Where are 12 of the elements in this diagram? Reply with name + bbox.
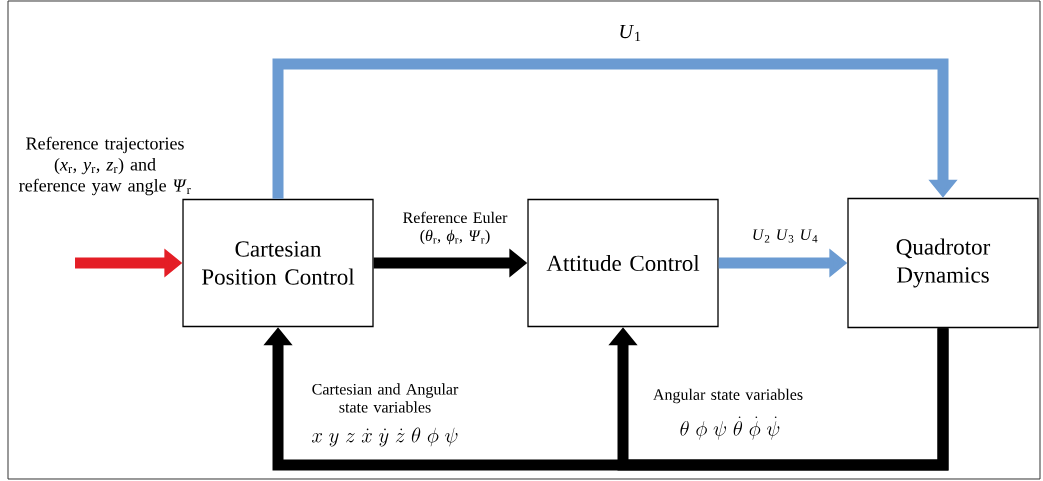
- edge-label: U$_{2}$ U$_{3}$ U$_{4}$: [753, 229, 818, 243]
- block-box: Attitude Control: [527, 198, 719, 328]
- edge-label: Reference trajectories (x$_{r}$, y$_{r}$, z$_{r}$) and reference yaw angle Ψ$_{r}$: [19, 136, 191, 196]
- edge-label: Cartesian and Angular state variables: [312, 383, 459, 413]
- edge-label: Reference Euler (θ$_{r}$, ϕ$_{r}$, Ψ$_{r}$): [403, 211, 508, 245]
- state-formula: $x\;y\;z\;\dot{x}\;\dot{y}\;\dot{z}\;\theta\;\phi\;\psi$: [312, 427, 458, 447]
- arrow: [272, 58, 958, 199]
- state-formula: $\theta\;\phi\;\psi\;\dot{\theta}\;\dot{\phi}\;\dot{\psi}$: [680, 416, 780, 440]
- block-box: Quadrotor Dynamics: [847, 197, 1039, 329]
- edge-label: U$_{1}$: [620, 24, 641, 42]
- block-box: Cartesian Position Control: [182, 198, 374, 328]
- edge-label: Angular state variables: [653, 388, 803, 404]
